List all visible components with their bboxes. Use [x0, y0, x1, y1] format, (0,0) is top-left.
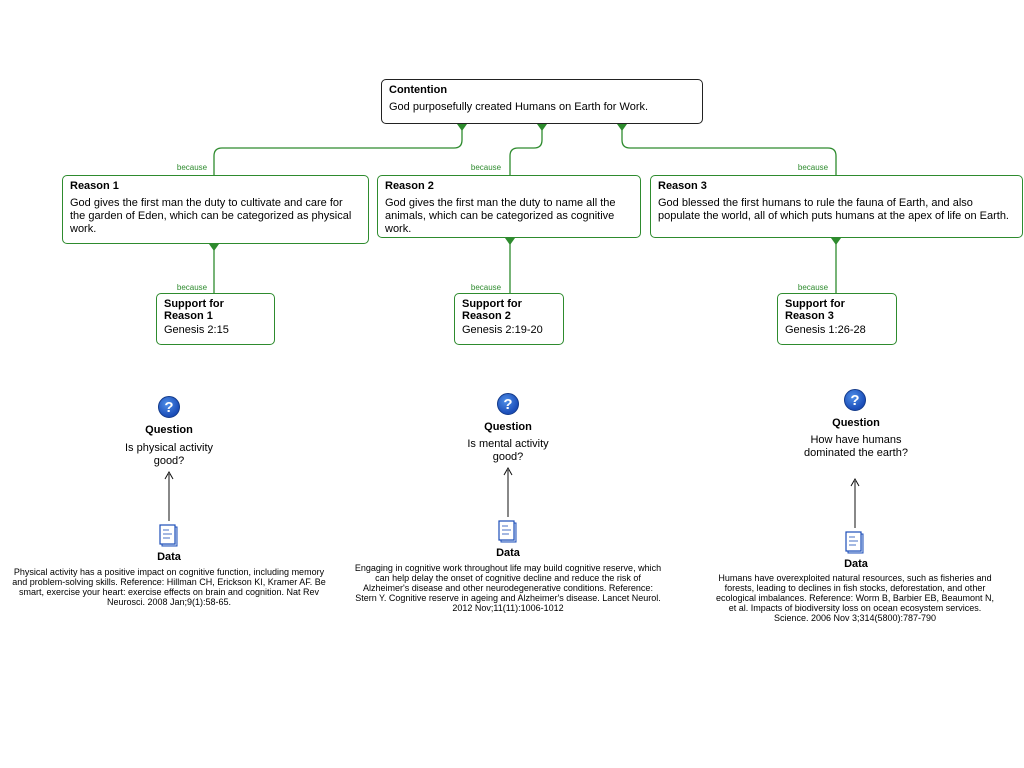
data-1-text: Physical activity has a positive impact …	[12, 567, 326, 607]
data1-to-question1-head	[164, 470, 174, 480]
document-data-icon[interactable]	[845, 531, 865, 555]
arrow-contention-1	[457, 124, 467, 131]
because-label-support3: because	[797, 283, 829, 292]
document-data-icon[interactable]	[159, 524, 179, 548]
data-3-text: Humans have overexploited natural resour…	[716, 573, 994, 623]
arrow-contention-2	[537, 124, 547, 131]
contention-box[interactable]: Contention God purposefully created Huma…	[381, 79, 703, 124]
question-mark-icon[interactable]: ?	[158, 396, 180, 418]
reason-3-title: Reason 3	[658, 180, 707, 192]
arrow-reason1	[209, 244, 219, 251]
support-1-text: Genesis 2:15	[164, 324, 229, 336]
support-3-text: Genesis 1:26-28	[785, 324, 866, 336]
question-mark-icon[interactable]: ?	[497, 393, 519, 415]
data3-to-question3-head	[850, 477, 860, 487]
arrow-reason3	[831, 238, 841, 245]
contention-title: Contention	[389, 84, 448, 96]
question-1-text: Is physical activity good?	[124, 442, 214, 467]
data-1-label: Data	[157, 551, 181, 563]
arrow-reason2	[505, 238, 515, 245]
question-2-label: Question	[484, 421, 532, 433]
arrow-contention-3	[617, 124, 627, 131]
reason-2-text: God gives the first man the duty to name…	[385, 197, 616, 235]
data-2-text: Engaging in cognitive work throughout li…	[354, 563, 662, 613]
link-contention-reason3	[621, 124, 837, 176]
support-1-box[interactable]: Support for Reason 1 Genesis 2:15	[156, 293, 275, 345]
support-3-title: Support for Reason 3	[785, 298, 845, 322]
reason-2-box[interactable]: Reason 2 God gives the first man the dut…	[377, 175, 641, 238]
support-1-title: Support for Reason 1	[164, 298, 224, 322]
data-3-label: Data	[844, 558, 868, 570]
because-label-support2: because	[470, 283, 502, 292]
support-2-title: Support for Reason 2	[462, 298, 522, 322]
reason-3-text: God blessed the first humans to rule the…	[658, 197, 1009, 222]
link-contention-reason1	[213, 124, 463, 176]
because-label-reason3: because	[797, 163, 829, 172]
data2-to-question2-head	[503, 466, 513, 476]
question-mark-icon[interactable]: ?	[844, 389, 866, 411]
support-2-box[interactable]: Support for Reason 2 Genesis 2:19-20	[454, 293, 564, 345]
link-contention-reason2	[509, 124, 543, 176]
reason-1-box[interactable]: Reason 1 God gives the first man the dut…	[62, 175, 369, 244]
reason-1-text: God gives the first man the duty to cult…	[70, 197, 352, 235]
reason-1-title: Reason 1	[70, 180, 119, 192]
support-3-box[interactable]: Support for Reason 3 Genesis 1:26-28	[777, 293, 897, 345]
question-2-text: Is mental activity good?	[467, 438, 549, 463]
because-label-support1: because	[176, 283, 208, 292]
contention-text: God purposefully created Humans on Earth…	[389, 101, 649, 113]
reason-3-box[interactable]: Reason 3 God blessed the first humans to…	[650, 175, 1023, 238]
document-data-icon[interactable]	[498, 520, 518, 544]
question-1-label: Question	[145, 424, 193, 436]
question-3-label: Question	[832, 417, 880, 429]
question-3-text: How have humans dominated the earth?	[804, 434, 908, 459]
reason-2-title: Reason 2	[385, 180, 434, 192]
support-2-text: Genesis 2:19-20	[462, 324, 543, 336]
because-label-reason2: because	[470, 163, 502, 172]
because-label-reason1: because	[176, 163, 208, 172]
data-2-label: Data	[496, 547, 520, 559]
